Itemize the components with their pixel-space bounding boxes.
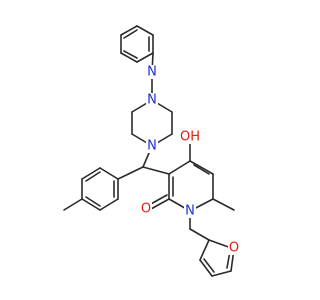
bond: [189, 160, 214, 175]
atom-label-background: [178, 130, 202, 144]
bond: [212, 198, 235, 211]
bond: [120, 25, 138, 36]
pyridine-nitrogen-label: N: [147, 65, 157, 80]
bond: [150, 198, 170, 210]
bond: [99, 198, 119, 211]
bond: [120, 52, 138, 63]
bond: [193, 164, 210, 175]
bond: [123, 50, 138, 59]
atom-label-background: [146, 65, 158, 79]
carbonyl-oxygen-label: O: [141, 202, 151, 217]
hydroxy-label: OH: [180, 130, 200, 145]
bond: [189, 228, 210, 241]
piperazine-nitrogen-bottom-label: N: [147, 139, 157, 154]
bond: [99, 167, 119, 180]
molecule-structure-canvas: N N N OH N O O: [63, 25, 240, 277]
atom-label-background: [146, 139, 158, 153]
bond: [63, 198, 83, 211]
piperazine-nitrogen-top-label: N: [147, 93, 157, 108]
bond: [136, 52, 154, 63]
bond: [199, 259, 213, 277]
bond: [203, 258, 215, 273]
atom-label-background: [184, 204, 196, 218]
bond: [136, 25, 154, 36]
bond: [199, 239, 210, 261]
atom-label-background: [146, 93, 158, 107]
furan-oxygen-label: O: [229, 241, 239, 256]
bond: [117, 166, 144, 180]
atom-label-background: [140, 202, 152, 216]
bond: [211, 270, 232, 277]
bond: [85, 196, 101, 207]
bond: [168, 160, 191, 175]
bond: [85, 171, 101, 182]
pyridinone-nitrogen-label: N: [185, 204, 195, 219]
bond: [142, 166, 170, 175]
atom-labels: N N N OH N O O: [140, 65, 240, 256]
bond: [123, 29, 138, 39]
bond: [81, 198, 101, 211]
molecule-drawing: N N N OH N O O: [63, 25, 240, 277]
bond: [81, 167, 101, 180]
atom-label-background: [228, 241, 240, 255]
